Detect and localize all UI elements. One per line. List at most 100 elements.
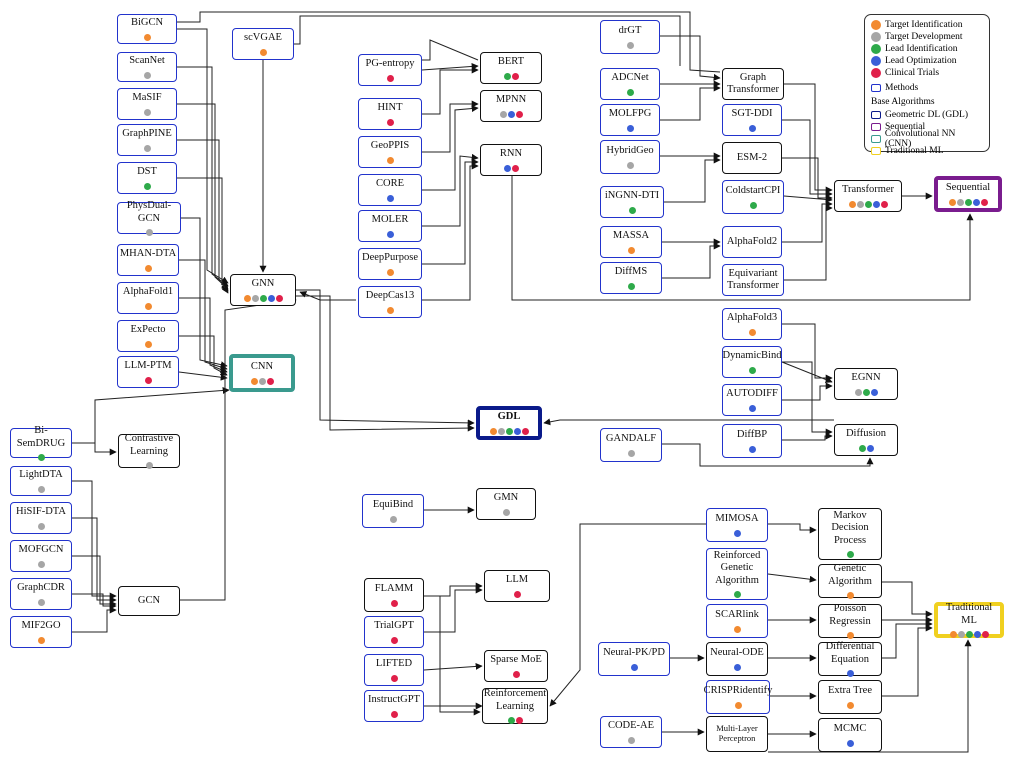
target-identification-dot: [386, 268, 394, 276]
node-diffbp: DiffBP: [722, 424, 782, 458]
node-label: Graph Transformer: [726, 71, 780, 95]
legend-methods: Methods: [871, 82, 983, 94]
stage-dots: [144, 302, 152, 310]
node-label: LightDTA: [19, 469, 63, 481]
node-gnn: GNN: [230, 274, 296, 306]
stage-dots: [390, 674, 398, 682]
node-pgentropy: PG-entropy: [358, 54, 422, 86]
base-swatch-icon: [871, 147, 881, 155]
connection-arrow: [424, 595, 481, 716]
target-identification-dot: [748, 328, 756, 336]
node-label: Poisson Regressin: [829, 603, 871, 627]
stage-dots: [748, 445, 756, 453]
node-label: Differential Equation: [825, 641, 875, 665]
node-equivariant: Equivariant Transformer: [722, 264, 784, 296]
connection-arrow: [782, 119, 833, 198]
connection-arrow: [177, 103, 229, 290]
node-extratree: Extra Tree: [818, 680, 882, 714]
connection-arrow: [179, 335, 228, 376]
stage-dots: [854, 388, 878, 396]
stage-dots: [627, 246, 635, 254]
legend-base-header: Base Algorithms: [871, 97, 935, 107]
legend-stage-item: Clinical Trials: [871, 67, 983, 79]
lead-optimization-dot: [386, 230, 394, 238]
lead-optimization-dot: [630, 663, 638, 671]
connection-arrow: [421, 62, 479, 71]
stage-dots: [846, 739, 854, 747]
connection-arrow: [882, 620, 933, 659]
target-identification-dot: [386, 306, 394, 314]
node-bigcn: BiGCN: [117, 14, 177, 44]
stage-dots: [145, 461, 153, 469]
connection-arrow: [783, 195, 833, 203]
node-label: Diffusion: [845, 428, 887, 440]
node-poisson: Poisson Regressin: [818, 603, 882, 639]
clinical-trials-dot: [981, 630, 989, 638]
legend-stage-label: Target Identification: [885, 20, 963, 30]
legend-base-item: Traditional ML: [871, 145, 983, 157]
lead-optimization-dot: [846, 739, 854, 747]
node-label: ADCNet: [611, 72, 649, 84]
node-label: FLAMM: [374, 583, 414, 595]
lead-optimization-dot: [507, 110, 515, 118]
lead-identification-dot: [37, 453, 45, 461]
stage-dots: [390, 710, 398, 718]
node-label: Sparse MoE: [490, 654, 542, 666]
target-development-dot: [37, 485, 45, 493]
node-gdl: GDL: [476, 406, 542, 440]
connection-arrow: [768, 523, 817, 534]
connection-arrow: [177, 28, 229, 284]
stage-dots: [502, 508, 510, 516]
connection-arrow: [782, 382, 833, 401]
node-label: GNN: [251, 278, 275, 290]
target-development-dot: [37, 560, 45, 568]
target-identification-dot: [386, 156, 394, 164]
node-label: Multi-Layer Perceptron: [716, 723, 758, 743]
target-development-dot: [497, 427, 505, 435]
connection-arrow: [782, 157, 833, 202]
lead-identification-dot: [143, 182, 151, 190]
lead-optimization-dot: [513, 427, 521, 435]
clinical-trials-dot: [515, 716, 523, 724]
target-development-dot: [627, 736, 635, 744]
node-trialgpt: TrialGPT: [364, 616, 424, 648]
connection-arrow: [422, 158, 479, 265]
connection-arrow: [543, 418, 834, 426]
lead-optimization-dot: [870, 388, 878, 396]
target-identification-dot: [37, 636, 45, 644]
node-massa: MASSA: [600, 226, 662, 258]
target-development-dot: [956, 198, 964, 206]
node-markov: Markov Decision Process: [818, 508, 882, 560]
node-physdual: PhysDual-GCN: [117, 200, 181, 236]
target-identification-dot: [846, 631, 854, 639]
connection-arrow: [882, 581, 933, 618]
stage-dots: [489, 427, 529, 435]
stage-dots: [143, 108, 151, 116]
clinical-trials-dot: [390, 674, 398, 682]
connection-arrow: [177, 139, 229, 292]
stage-dots: [748, 124, 756, 132]
node-label: drGT: [618, 25, 642, 37]
connection-arrow: [424, 586, 483, 633]
node-label: DST: [137, 166, 157, 178]
legend-stage-label: Lead Optimization: [885, 56, 957, 66]
legend-methods-label: Methods: [885, 83, 919, 93]
node-label: MaSIF: [132, 92, 162, 104]
clinical-trials-dot: [980, 198, 988, 206]
connection-arrow: [782, 432, 833, 441]
stage-dots: [748, 404, 756, 412]
node-mhandta: MHAN-DTA: [117, 244, 179, 276]
stage-dots: [499, 110, 523, 118]
connection-arrow: [422, 153, 479, 227]
legend-stage-label: Lead Identification: [885, 44, 958, 54]
base-swatch-icon: [871, 135, 881, 143]
stage-dots: [37, 636, 45, 644]
connection-arrow: [423, 662, 483, 671]
lead-optimization-dot: [972, 198, 980, 206]
node-label: MHAN-DTA: [119, 248, 177, 260]
lead-optimization-dot: [973, 630, 981, 638]
lead-optimization-dot: [626, 124, 634, 132]
connection-arrow: [181, 217, 228, 369]
node-label: LLM-PTM: [124, 360, 172, 372]
